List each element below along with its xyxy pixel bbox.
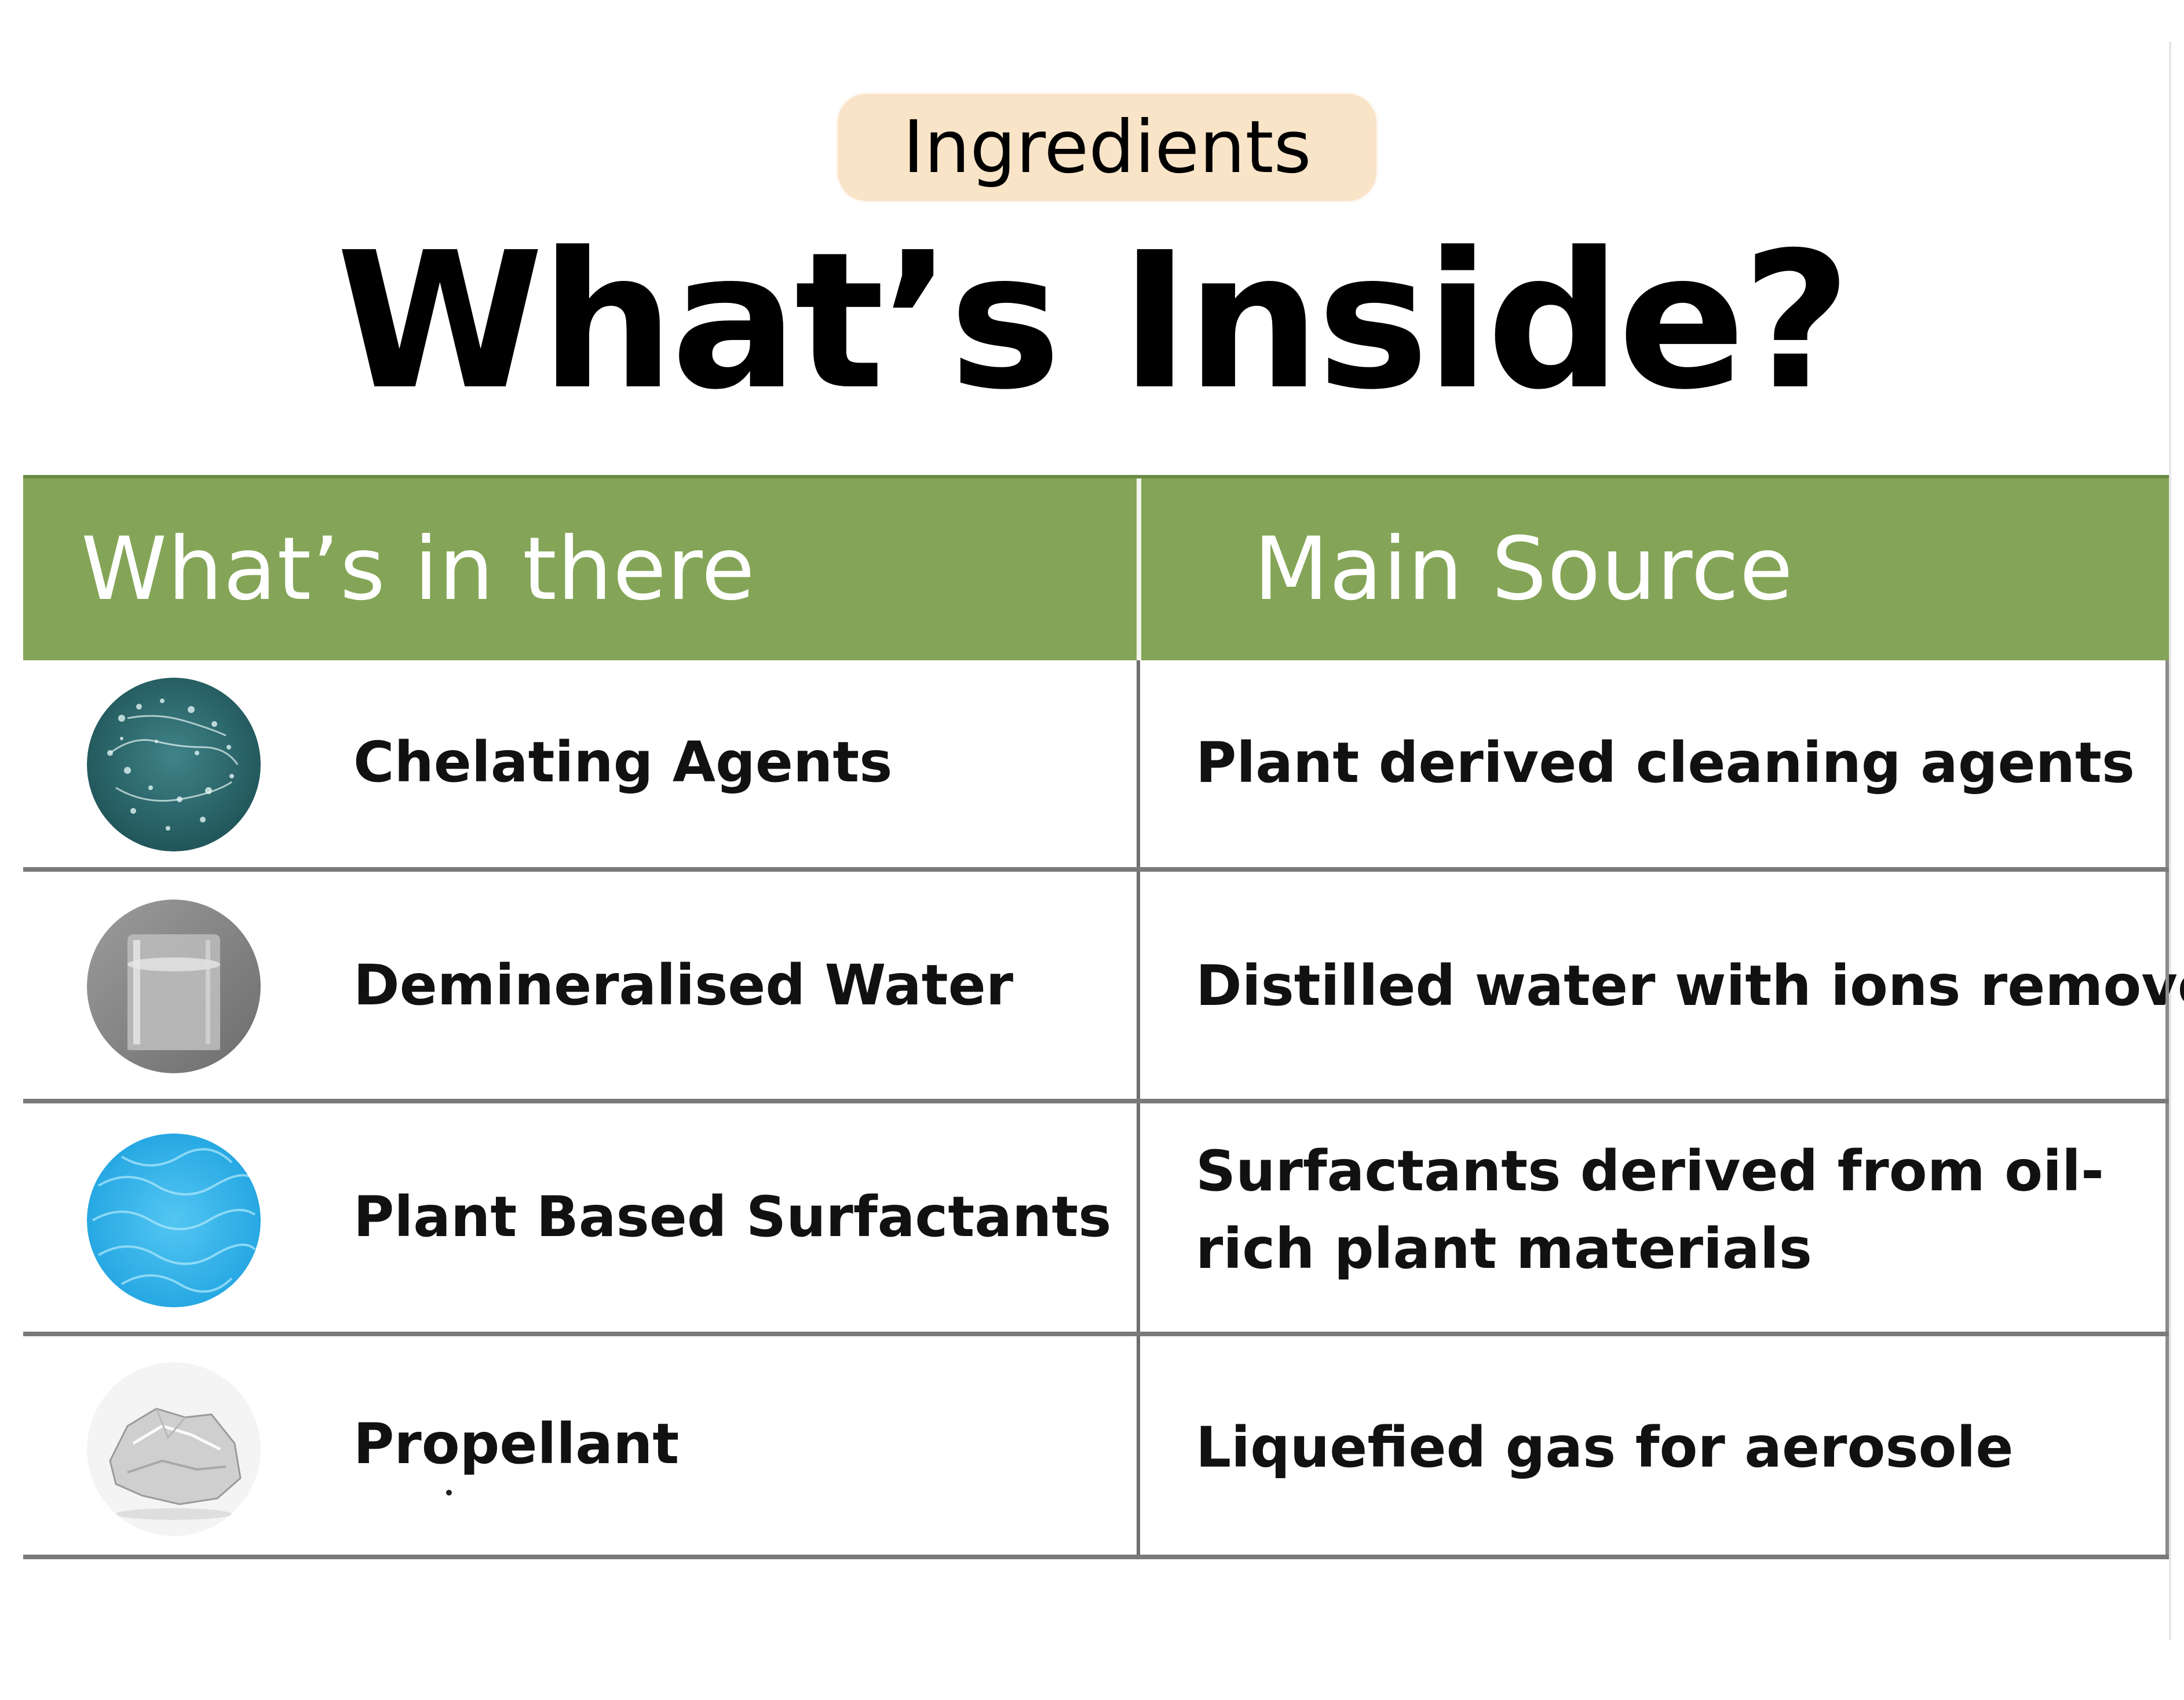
page-edge-line [2169,42,2171,1640]
ice-crystal-thumbnail-icon [87,1362,261,1536]
table-header: What’s in there Main Source [23,475,2169,664]
table-right-border [2165,660,2169,867]
water-glass-thumbnail-icon [87,900,261,1073]
chelating-agents-thumbnail-icon [87,678,261,851]
ingredients-table: What’s in there Main Source [23,475,2184,1559]
ingredient-source: Liquefied gas for aerosole [1196,1415,2014,1480]
column-divider [1137,660,1140,867]
table-row: Propellant Liquefied gas for aerosole [23,1336,2169,1559]
ingredient-source: Distilled water with ions removed [1196,953,2184,1018]
stray-dot [446,1490,452,1496]
table-row: Demineralised Water Distilled water with… [23,872,2184,1103]
column-divider [1137,1336,1140,1555]
ingredient-name: Chelating Agents [353,730,893,795]
table-row: Chelating Agents Plant derived cleaning … [23,660,2169,872]
table-body: Chelating Agents Plant derived cleaning … [23,660,2184,1559]
table-right-border [2165,1336,2169,1555]
ingredient-source: Plant derived cleaning agents [1196,730,2135,795]
ingredients-badge: Ingredients [838,94,1376,201]
ingredient-name: Propellant [353,1412,680,1476]
ingredient-name: Demineralised Water [353,953,1014,1018]
header-divider [1137,478,1141,664]
ingredients-badge-label: Ingredients [903,105,1312,189]
table-row: Plant Based Surfactants Surfactants deri… [23,1103,2169,1336]
page-title: What’s Inside? [336,211,1851,431]
column-header-source: Main Source [1254,519,1794,620]
column-divider [1137,872,1140,1099]
blue-water-thumbnail-icon [87,1134,261,1307]
ingredient-name: Plant Based Surfactants [353,1184,1112,1249]
column-header-ingredient: What’s in there [81,519,755,620]
table-right-border [2165,1103,2169,1332]
ingredient-source: Surfactants derived from oil-rich plant … [1196,1139,2104,1281]
column-divider [1137,1103,1140,1332]
table-right-border [2165,872,2169,1099]
